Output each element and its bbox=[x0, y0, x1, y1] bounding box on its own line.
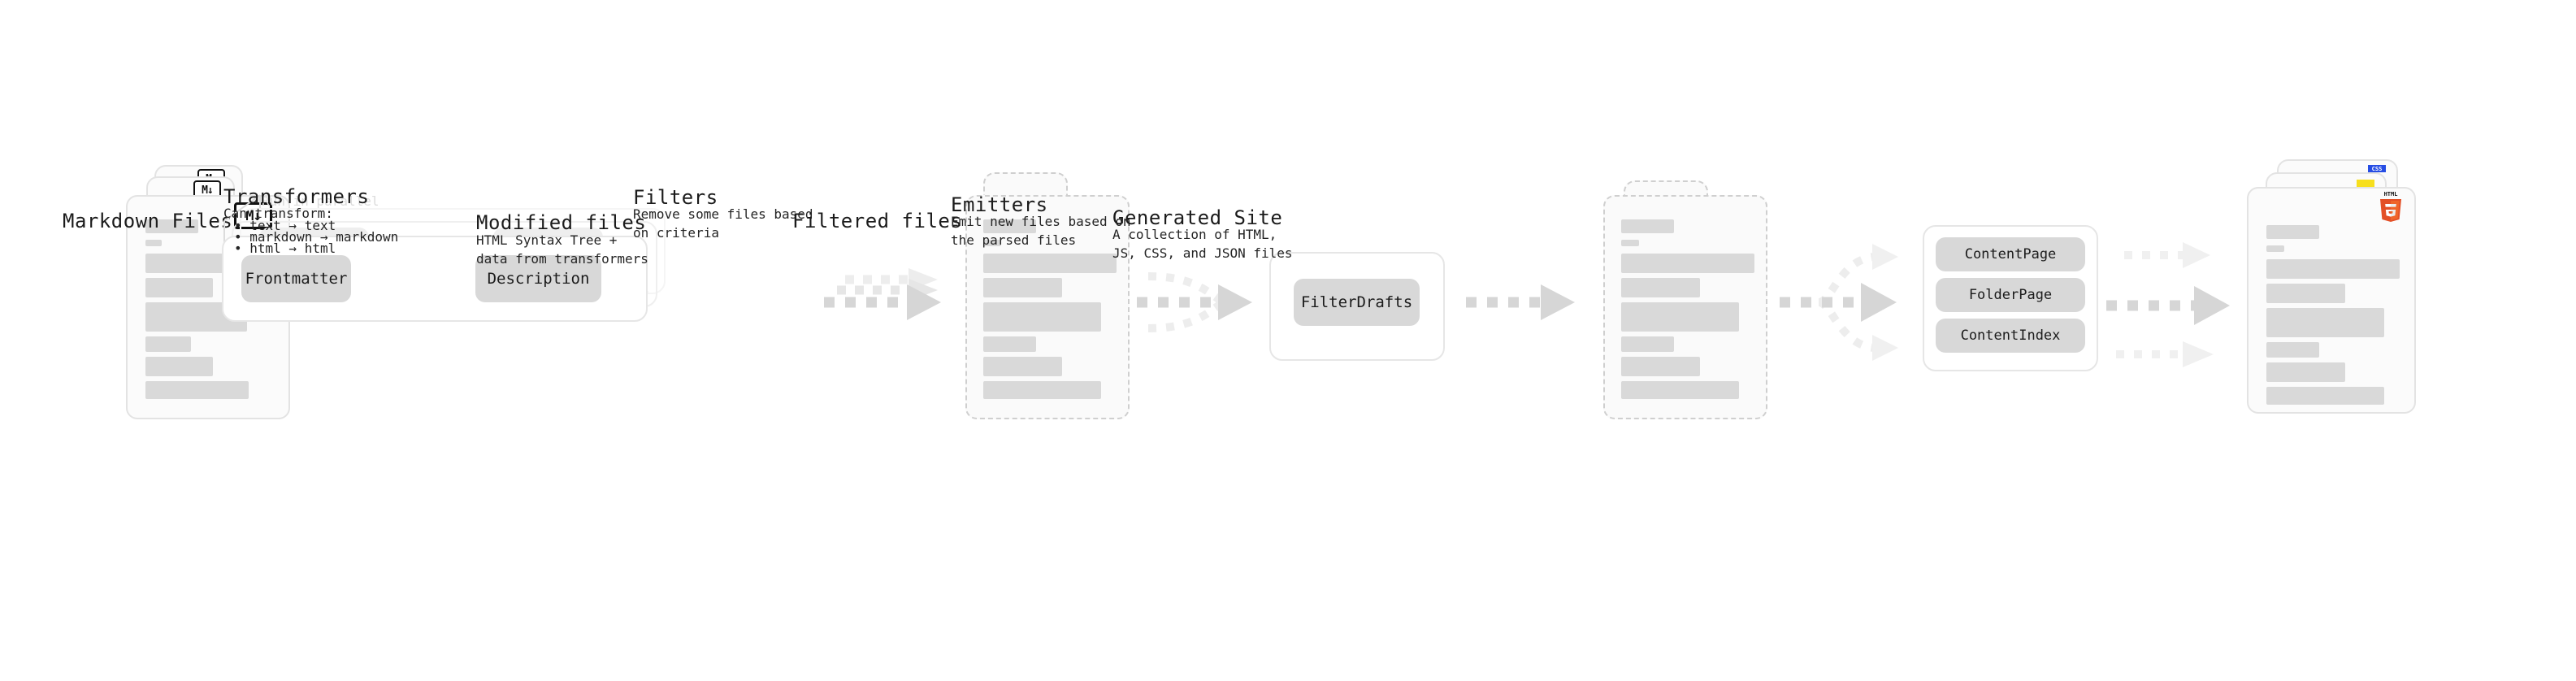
emitter-chip-folderpage[interactable]: FolderPage bbox=[1936, 278, 2085, 312]
doc-line bbox=[983, 381, 1101, 399]
transformer-chip-description[interactable]: Description bbox=[475, 255, 601, 302]
doc-line bbox=[2266, 387, 2384, 405]
svg-text:HTML: HTML bbox=[2384, 191, 2398, 197]
doc-line bbox=[983, 254, 1117, 273]
doc-line bbox=[2266, 245, 2284, 252]
transformers-title: Transformers bbox=[223, 185, 370, 208]
doc-line bbox=[2266, 225, 2319, 239]
run-in-parallel-note: Run in parallel bbox=[262, 193, 379, 209]
emitters-group: ContentPage FolderPage ContentIndex bbox=[1923, 225, 2098, 371]
doc-line bbox=[145, 278, 213, 297]
transformers-bullet-2: • html → html bbox=[234, 241, 336, 256]
doc-line bbox=[2266, 308, 2384, 337]
transformer-group: Frontmatter Description bbox=[222, 236, 648, 322]
doc-line bbox=[983, 357, 1062, 376]
run-in-parallel-leader-line bbox=[218, 192, 275, 245]
modified-files-title: Modified files bbox=[476, 211, 647, 234]
doc-line bbox=[983, 302, 1101, 332]
doc-line bbox=[1621, 336, 1674, 352]
doc-line bbox=[145, 381, 249, 399]
filters-group: FilterDrafts bbox=[1269, 252, 1445, 361]
connector-filtered-to-emitters bbox=[1776, 236, 1915, 382]
connector-filters-to-filtered bbox=[1463, 284, 1585, 333]
connector-emitters-to-site bbox=[2105, 236, 2251, 382]
doc-line bbox=[145, 357, 213, 376]
modified-files-subtitle: HTML Syntax Tree + data from transformer… bbox=[476, 232, 648, 267]
generated-site-subtitle: A collection of HTML, JS, CSS, and JSON … bbox=[1112, 227, 1293, 262]
transformers-bullet-0: • text → text bbox=[234, 218, 336, 233]
doc-line bbox=[2266, 259, 2400, 279]
filtered-files-title: Filtered files bbox=[792, 210, 963, 232]
site-card-html bbox=[2247, 187, 2416, 414]
emitter-chip-contentindex[interactable]: ContentIndex bbox=[1936, 319, 2085, 353]
doc-line bbox=[2266, 284, 2345, 303]
doc-line bbox=[1621, 254, 1754, 273]
doc-line bbox=[983, 219, 1036, 233]
emitters-subtitle: Emit new files based on the parsed files bbox=[951, 214, 1131, 249]
doc-line bbox=[983, 336, 1036, 352]
html5-badge-icon: HTML bbox=[2379, 189, 2403, 223]
doc-line bbox=[1621, 381, 1739, 399]
markdown-files-title: Markdown Files bbox=[63, 210, 233, 232]
doc-line bbox=[983, 278, 1062, 297]
connector-transformers-to-modified bbox=[821, 268, 951, 341]
emitters-title: Emitters bbox=[951, 193, 1048, 216]
doc-line bbox=[2266, 342, 2319, 358]
doc-line bbox=[1621, 278, 1700, 297]
filtered-card-front bbox=[1603, 195, 1767, 419]
transformer-chip-frontmatter[interactable]: Frontmatter bbox=[241, 255, 351, 302]
doc-line bbox=[1621, 357, 1700, 376]
css-badge-icon: CSS bbox=[2368, 165, 2386, 172]
connector-modified-to-filters bbox=[1134, 268, 1272, 349]
doc-line bbox=[1621, 302, 1739, 332]
doc-line bbox=[145, 240, 162, 246]
filter-chip-filterdrafts[interactable]: FilterDrafts bbox=[1294, 279, 1420, 326]
doc-line bbox=[145, 336, 191, 352]
generated-site-title: Generated Site bbox=[1112, 206, 1283, 229]
doc-line bbox=[983, 240, 1001, 246]
emitter-chip-contentpage[interactable]: ContentPage bbox=[1936, 237, 2085, 271]
doc-line bbox=[1621, 240, 1639, 246]
doc-line bbox=[2266, 362, 2345, 382]
modified-card-front bbox=[965, 195, 1130, 419]
transformers-subtitle-heading: Can transform: bbox=[223, 206, 333, 221]
doc-line bbox=[1621, 219, 1674, 233]
filters-subtitle: Remove some files based on criteria bbox=[633, 206, 813, 241]
transformers-bullet-1: • markdown → markdown bbox=[234, 229, 399, 245]
filters-title: Filters bbox=[633, 186, 718, 209]
doc-line bbox=[145, 219, 198, 233]
